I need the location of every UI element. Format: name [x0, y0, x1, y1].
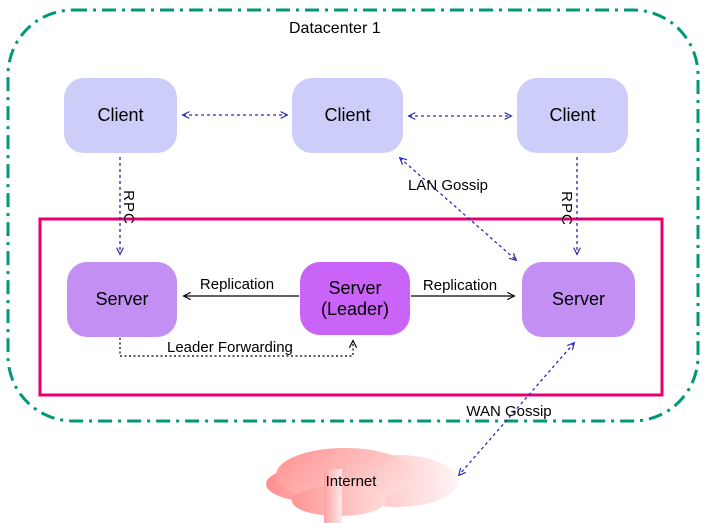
internet-cloud-stem	[324, 469, 342, 523]
server-leader-node: Server (Leader)	[300, 262, 410, 335]
server-node-3: Server	[522, 262, 635, 337]
client-node-1: Client	[64, 78, 177, 153]
server-leader-label-line1: Server	[328, 277, 382, 298]
server-node-1: Server	[67, 262, 177, 337]
rpc-left-label: RPC	[119, 189, 137, 225]
wan-gossip-arrow	[459, 343, 574, 475]
replication-left-label: Replication	[199, 276, 275, 293]
rpc-right-label: RPC	[557, 190, 575, 226]
diagram-title: Datacenter 1	[289, 20, 381, 37]
leader-forwarding-label: Leader Forwarding	[167, 339, 293, 356]
client-node-2: Client	[292, 78, 403, 153]
client-node-3-label: Client	[549, 105, 596, 125]
leader-forwarding-arrow	[119, 338, 353, 357]
wan-gossip-label: WAN Gossip	[466, 403, 552, 420]
lan-gossip-label: LAN Gossip	[407, 177, 489, 194]
server-group-border	[38, 217, 664, 397]
client-node-1-label: Client	[97, 105, 144, 125]
lan-gossip-arrow	[400, 158, 516, 260]
datacenter-boundary-border	[6, 8, 700, 423]
server-node-1-label: Server	[95, 289, 149, 309]
internet-label: Internet	[325, 473, 377, 490]
replication-right-label: Replication	[422, 277, 498, 294]
client-node-3: Client	[517, 78, 628, 153]
server-leader-label-line2: (Leader)	[320, 298, 390, 319]
client-node-2-label: Client	[324, 105, 371, 125]
server-node-3-label: Server	[551, 289, 605, 309]
